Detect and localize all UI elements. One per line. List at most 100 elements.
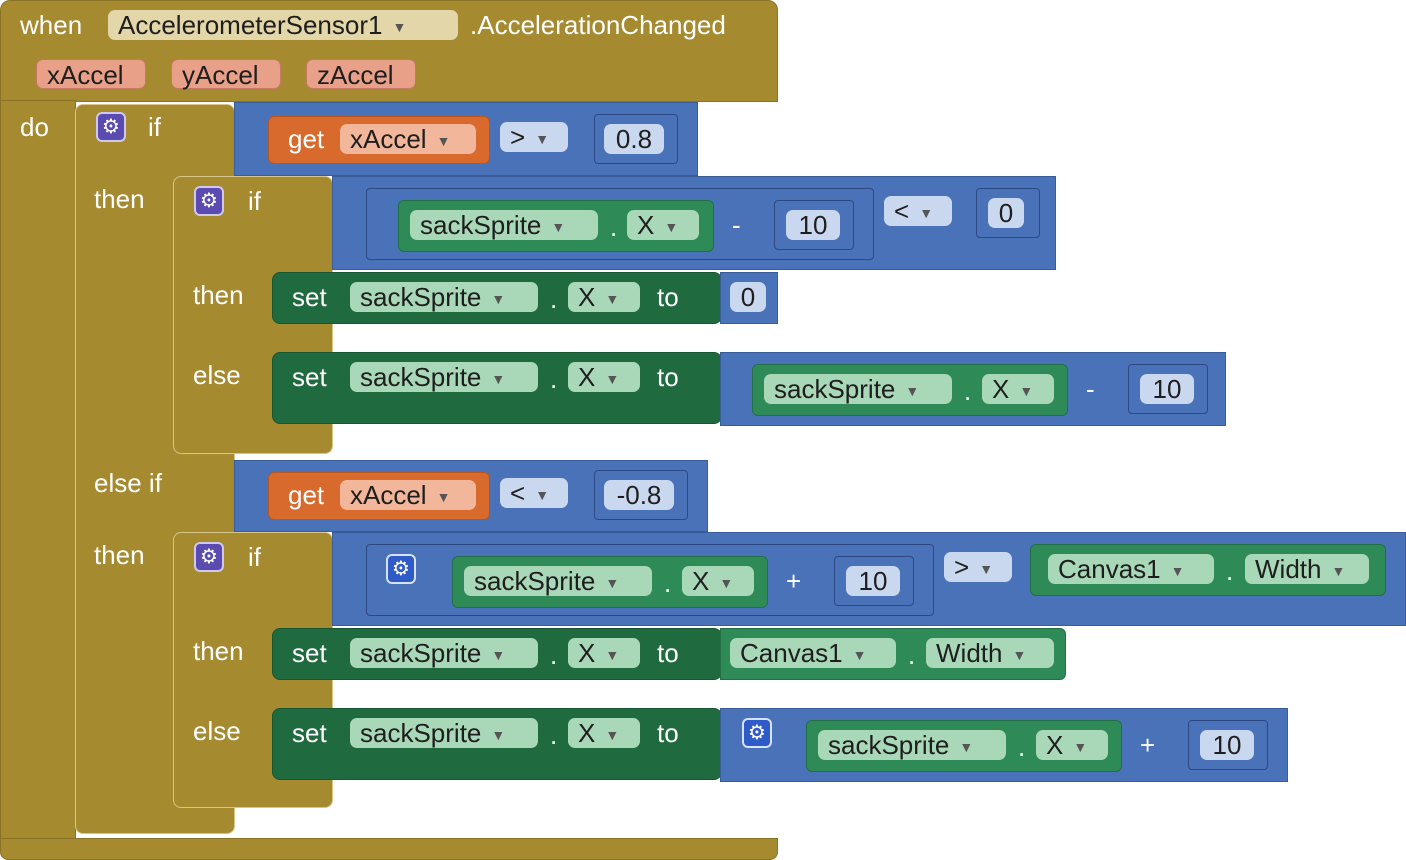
dropdown-arrow-icon: ▼ — [1170, 563, 1185, 580]
to-label: to — [657, 718, 679, 748]
number-socket — [774, 200, 854, 250]
mutator-gear-icon[interactable]: ⚙ — [742, 718, 772, 748]
to-label: to — [657, 362, 679, 392]
variable-dropdown[interactable]: xAccel▼ — [340, 124, 476, 154]
component-dropdown[interactable]: Canvas1▼ — [730, 638, 896, 668]
operator-dropdown[interactable]: >▼ — [500, 122, 568, 152]
dropdown-arrow-icon: ▼ — [852, 647, 867, 664]
number-field[interactable]: 10 — [1140, 374, 1194, 404]
component-dropdown[interactable]: sackSprite▼ — [818, 730, 1006, 760]
dot-label: . — [1226, 556, 1234, 586]
property-dropdown[interactable]: X▼ — [568, 362, 640, 392]
param-zaccel[interactable]: zAccel — [306, 59, 416, 90]
component-dropdown[interactable]: sackSprite▼ — [764, 374, 952, 404]
component-dropdown[interactable]: sackSprite▼ — [350, 282, 538, 312]
event-block-footer — [0, 838, 778, 860]
number-block[interactable] — [720, 272, 778, 324]
set-label: set — [292, 282, 327, 312]
property-dropdown[interactable]: X▼ — [682, 566, 754, 596]
dropdown-arrow-icon: ▼ — [491, 371, 506, 388]
dot-label: . — [550, 284, 558, 314]
number-field[interactable]: 0.8 — [604, 124, 664, 154]
dropdown-arrow-icon: ▼ — [392, 19, 407, 36]
dropdown-arrow-icon: ▼ — [535, 487, 550, 504]
dot-label: . — [908, 640, 916, 670]
do-label: do — [20, 112, 49, 142]
mutator-gear-icon[interactable]: ⚙ — [386, 554, 416, 584]
number-socket — [594, 114, 678, 164]
minus-operator: - — [732, 210, 741, 240]
event-name: .AccelerationChanged — [470, 10, 726, 40]
number-socket — [1128, 364, 1208, 414]
component-dropdown[interactable]: Canvas1▼ — [1048, 554, 1214, 584]
dropdown-arrow-icon: ▼ — [605, 575, 620, 592]
component-dropdown[interactable]: sackSprite▼ — [410, 210, 598, 240]
then-label: then — [94, 184, 145, 214]
set-label: set — [292, 638, 327, 668]
param-xaccel[interactable]: xAccel — [36, 59, 146, 90]
operator-dropdown[interactable]: <▼ — [500, 478, 568, 508]
if-label: if — [148, 112, 161, 142]
dropdown-arrow-icon: ▼ — [605, 371, 620, 388]
mutator-gear-icon[interactable]: ⚙ — [194, 186, 224, 216]
dropdown-arrow-icon: ▼ — [605, 291, 620, 308]
mutator-gear-icon[interactable]: ⚙ — [194, 542, 224, 572]
dropdown-arrow-icon: ▼ — [1331, 563, 1346, 580]
component-dropdown[interactable]: sackSprite▼ — [350, 638, 538, 668]
to-label: to — [657, 638, 679, 668]
dot-label: . — [550, 640, 558, 670]
number-field[interactable]: -0.8 — [604, 480, 674, 510]
then-label: then — [193, 280, 244, 310]
dropdown-arrow-icon: ▼ — [535, 131, 550, 148]
event-block-spine — [0, 100, 76, 844]
number-field[interactable]: 10 — [846, 566, 900, 596]
dot-label: . — [964, 376, 972, 406]
number-field[interactable]: 10 — [786, 210, 840, 240]
number-socket — [594, 470, 688, 520]
dot-label: . — [550, 364, 558, 394]
dot-label: . — [664, 568, 672, 598]
property-dropdown[interactable]: X▼ — [568, 282, 640, 312]
dropdown-arrow-icon: ▼ — [551, 219, 566, 236]
else-label: else — [193, 360, 241, 390]
number-field[interactable]: 0 — [988, 198, 1024, 228]
then-label: then — [193, 636, 244, 666]
variable-dropdown[interactable]: xAccel▼ — [340, 480, 476, 510]
plus-operator: + — [786, 566, 802, 596]
component-dropdown[interactable]: sackSprite▼ — [464, 566, 652, 596]
mutator-gear-icon[interactable]: ⚙ — [96, 112, 126, 142]
set-label: set — [292, 718, 327, 748]
number-field[interactable]: 10 — [1200, 730, 1254, 760]
number-socket — [1188, 720, 1268, 770]
number-socket — [834, 556, 914, 606]
dropdown-arrow-icon: ▼ — [979, 561, 994, 578]
dropdown-arrow-icon: ▼ — [919, 205, 934, 222]
property-dropdown[interactable]: X▼ — [568, 718, 640, 748]
get-label: get — [288, 124, 325, 154]
number-field[interactable]: 0 — [730, 282, 766, 312]
property-dropdown[interactable]: Width▼ — [1245, 554, 1369, 584]
operator-dropdown[interactable]: <▼ — [884, 196, 952, 226]
property-dropdown[interactable]: X▼ — [1036, 730, 1108, 760]
get-label: get — [288, 480, 325, 510]
component-dropdown[interactable]: sackSprite▼ — [350, 718, 538, 748]
set-label: set — [292, 362, 327, 392]
property-dropdown[interactable]: X▼ — [982, 374, 1054, 404]
dropdown-arrow-icon: ▼ — [436, 489, 451, 506]
property-dropdown[interactable]: Width▼ — [926, 638, 1054, 668]
property-dropdown[interactable]: X▼ — [568, 638, 640, 668]
if-label: if — [248, 542, 261, 572]
dropdown-arrow-icon: ▼ — [905, 383, 920, 400]
component-dropdown[interactable]: AccelerometerSensor1 ▼ — [108, 10, 458, 40]
dot-label: . — [1018, 732, 1026, 762]
math-socket — [366, 188, 874, 260]
param-yaccel[interactable]: yAccel — [171, 59, 281, 90]
component-name: AccelerometerSensor1 — [118, 10, 383, 40]
dropdown-arrow-icon: ▼ — [605, 727, 620, 744]
dot-label: . — [550, 720, 558, 750]
operator-dropdown[interactable]: >▼ — [944, 552, 1012, 582]
property-dropdown[interactable]: X▼ — [627, 210, 699, 240]
if-label: if — [248, 186, 261, 216]
component-dropdown[interactable]: sackSprite▼ — [350, 362, 538, 392]
to-label: to — [657, 282, 679, 312]
